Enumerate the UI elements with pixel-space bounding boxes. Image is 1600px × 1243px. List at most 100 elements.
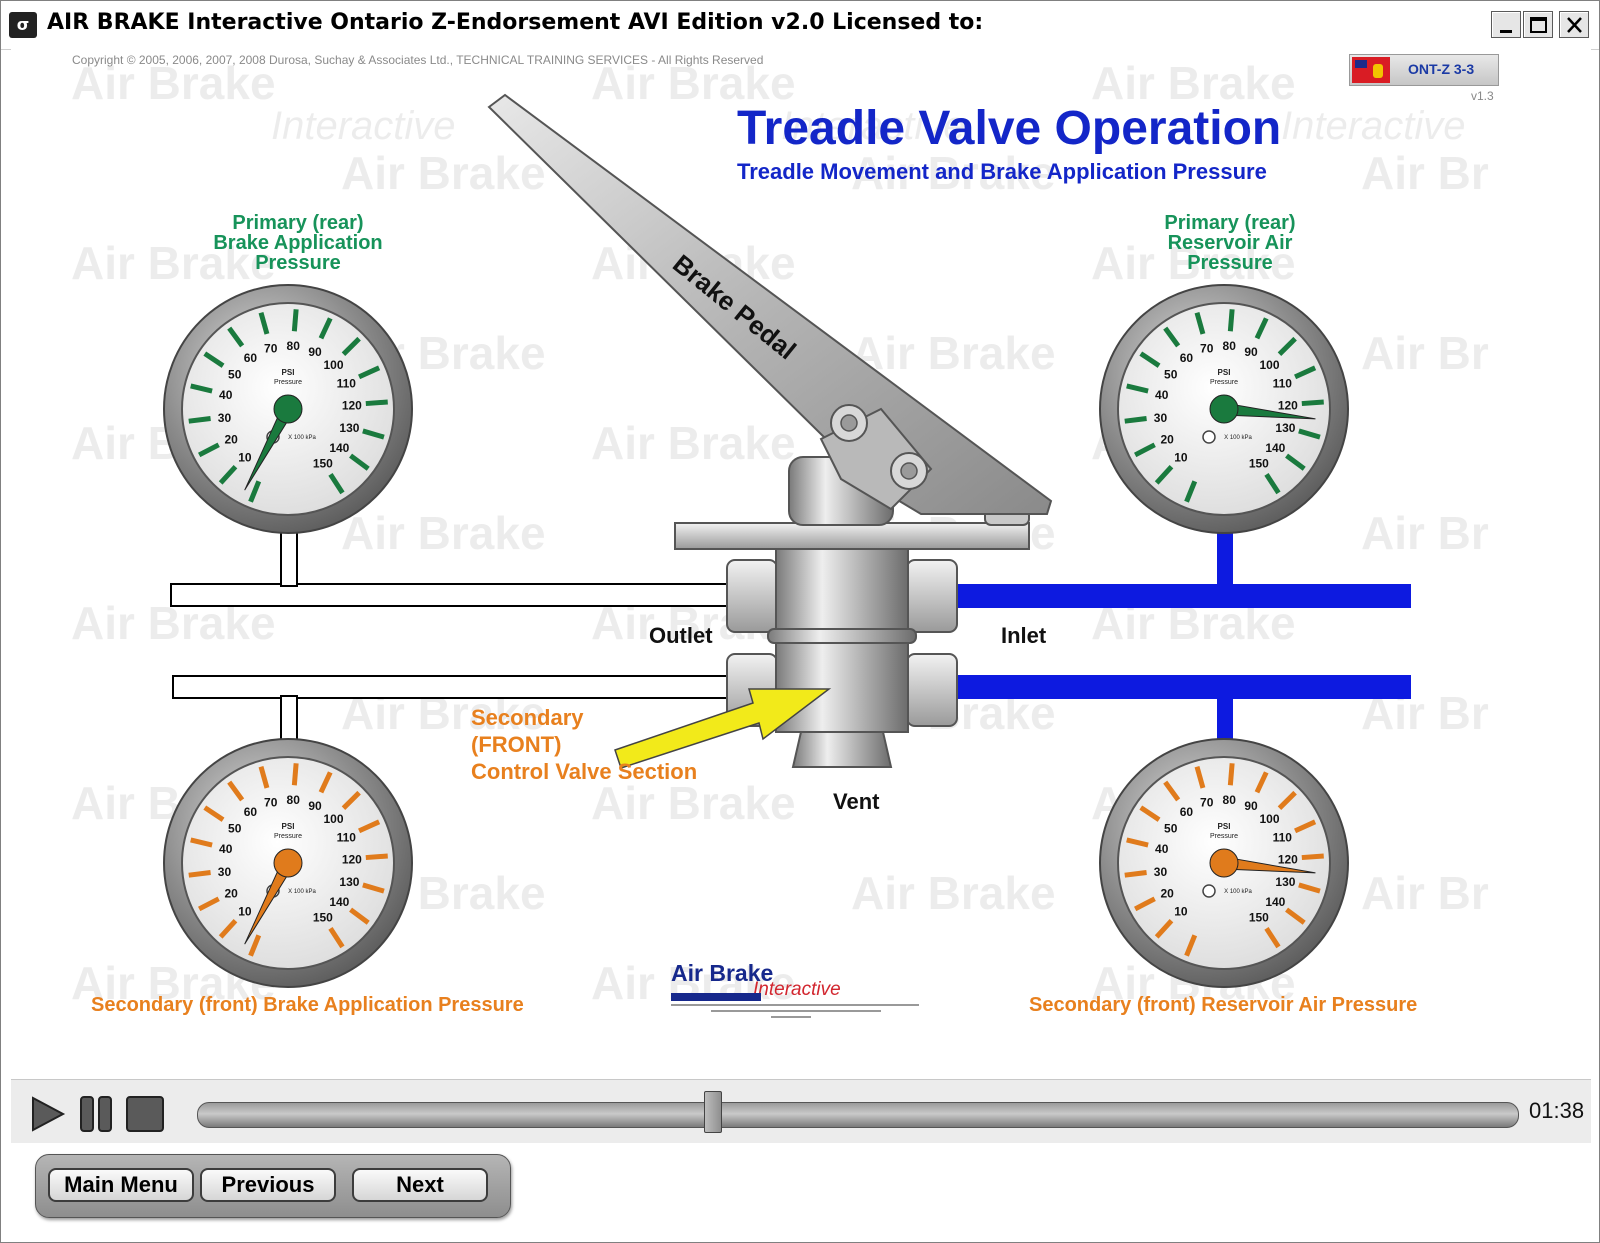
gauge-scale-label: 150: [1249, 911, 1269, 925]
main-menu-button[interactable]: Main Menu: [48, 1168, 194, 1202]
air-brake-interactive-logo: Air Brake Interactive: [671, 960, 919, 1018]
gauge-scale-label: 120: [342, 853, 362, 867]
svg-text:Air Br: Air Br: [1361, 327, 1489, 379]
gauge-tick: [1301, 853, 1324, 861]
pause-icon[interactable]: [77, 1094, 117, 1134]
gauge-tick: [1184, 480, 1198, 503]
gauge-scale-label: 40: [219, 842, 233, 856]
gauge-scale-label: 110: [1273, 377, 1293, 391]
gauge-tick: [1126, 837, 1149, 848]
gauge-scale-label: 90: [1244, 345, 1258, 359]
gauge-scale-label: 30: [218, 411, 232, 425]
svg-text:Interactive: Interactive: [781, 104, 966, 148]
seek-thumb[interactable]: [703, 1091, 722, 1133]
gauge-tick: [1194, 312, 1206, 335]
flag-icon: [1352, 57, 1390, 83]
close-icon: [1567, 17, 1582, 33]
gauge-unit-psi: PSI: [1218, 822, 1231, 831]
svg-text:Air Brake: Air Brake: [851, 327, 1056, 379]
gauge-tick: [365, 399, 388, 407]
brake-pedal[interactable]: Brake Pedal: [487, 93, 1053, 515]
gauge-scale-label: 100: [1260, 358, 1280, 372]
svg-text:Air Brake: Air Brake: [341, 147, 546, 199]
gauge-scale-label: 90: [308, 799, 322, 813]
gauge-tick: [358, 365, 381, 380]
gauge-tick: [291, 309, 299, 332]
gauge-scale-label: 30: [218, 865, 232, 879]
module-badge[interactable]: ONT-Z 3-3: [1349, 54, 1499, 86]
gauge-tick: [188, 416, 211, 424]
gauge-scale-label: 60: [1180, 351, 1194, 365]
gauge-scale-label: 100: [324, 358, 344, 372]
gauge-scale-label: 10: [1174, 450, 1188, 464]
svg-text:Air Brake: Air Brake: [591, 417, 796, 469]
gauge-scale-label: 130: [339, 875, 359, 889]
gauge-scale-label: 120: [1278, 853, 1298, 867]
gauge-tick: [349, 907, 370, 925]
gauge-scale-label: 140: [1265, 895, 1285, 909]
outlet-label: Outlet: [649, 623, 713, 648]
secondary-application-label: Secondary (front) Brake Application Pres…: [91, 994, 524, 1016]
svg-text:Air Brake: Air Brake: [71, 237, 276, 289]
svg-text:Air Br: Air Br: [1361, 147, 1489, 199]
gauge-tick: [190, 837, 213, 848]
gauge-unit-psi: PSI: [282, 822, 295, 831]
gauge-tick: [203, 351, 225, 368]
gauge-scale-label: 70: [1200, 341, 1214, 355]
seek-bar[interactable]: [197, 1102, 1519, 1128]
gauge-tick: [1227, 763, 1235, 786]
gauge-unit-word: Pressure: [1210, 833, 1238, 840]
gauge-tick: [1126, 383, 1149, 394]
svg-text:Air Brake: Air Brake: [591, 57, 796, 109]
gauge-scale-label: 20: [1160, 432, 1174, 446]
title-bar[interactable]: σ AIR BRAKE Interactive Ontario Z-Endors…: [1, 1, 1599, 50]
gauge-tick: [248, 934, 262, 957]
gauge-scale-label: 50: [228, 368, 242, 382]
gauge-scale-label: 20: [224, 886, 238, 900]
gauge-tick: [358, 819, 381, 834]
gauge-scale-label: 70: [1200, 795, 1214, 809]
maximize-icon: [1530, 17, 1547, 33]
gauge-unit-psi: PSI: [1218, 368, 1231, 377]
gauge-tick: [1285, 907, 1306, 925]
gauge-tick: [188, 870, 211, 878]
gauge-unit-word: Pressure: [274, 833, 302, 840]
module-badge-text: ONT-Z 3-3: [1408, 61, 1475, 77]
play-icon[interactable]: [27, 1094, 67, 1134]
close-button[interactable]: [1559, 11, 1589, 38]
maximize-button[interactable]: [1523, 11, 1553, 38]
gauge-tick: [362, 428, 385, 440]
stop-icon[interactable]: [125, 1094, 165, 1134]
svg-text:Air Brake: Air Brake: [851, 147, 1056, 199]
gauge-scale-label: 70: [264, 795, 278, 809]
gauge-tick: [1298, 428, 1321, 440]
elapsed-time: 01:38: [1529, 1098, 1585, 1123]
gauge-scale-label: 30: [1154, 865, 1168, 879]
gauge-tick: [328, 927, 345, 949]
previous-button[interactable]: Previous: [200, 1168, 336, 1202]
gauge-tick: [1301, 399, 1324, 407]
minimize-button[interactable]: [1491, 11, 1521, 38]
app-logo-icon[interactable]: σ: [9, 12, 37, 38]
vent-label: Vent: [833, 789, 880, 814]
gauge-tick: [1194, 766, 1206, 789]
gauge-tick: [218, 918, 238, 939]
gauge-hub: [273, 848, 303, 878]
gauge-tick: [198, 442, 220, 458]
air-lines: [170, 528, 1411, 753]
gauge-scale-label: 150: [313, 911, 333, 925]
gauge-unit-kpa: X 100 kPa: [288, 889, 316, 895]
gauge-scale-label: 80: [1223, 793, 1237, 807]
gauge-hub: [1209, 394, 1239, 424]
gauge-tick: [1134, 442, 1156, 458]
page-title: Treadle Valve Operation: [737, 102, 1282, 155]
svg-text:Interactive: Interactive: [1281, 104, 1466, 148]
next-button[interactable]: Next: [352, 1168, 488, 1202]
gauge-tick: [227, 780, 245, 802]
gauge-tick: [1264, 927, 1281, 949]
gauge-tick: [218, 464, 238, 485]
gauge-tick: [1154, 918, 1174, 939]
